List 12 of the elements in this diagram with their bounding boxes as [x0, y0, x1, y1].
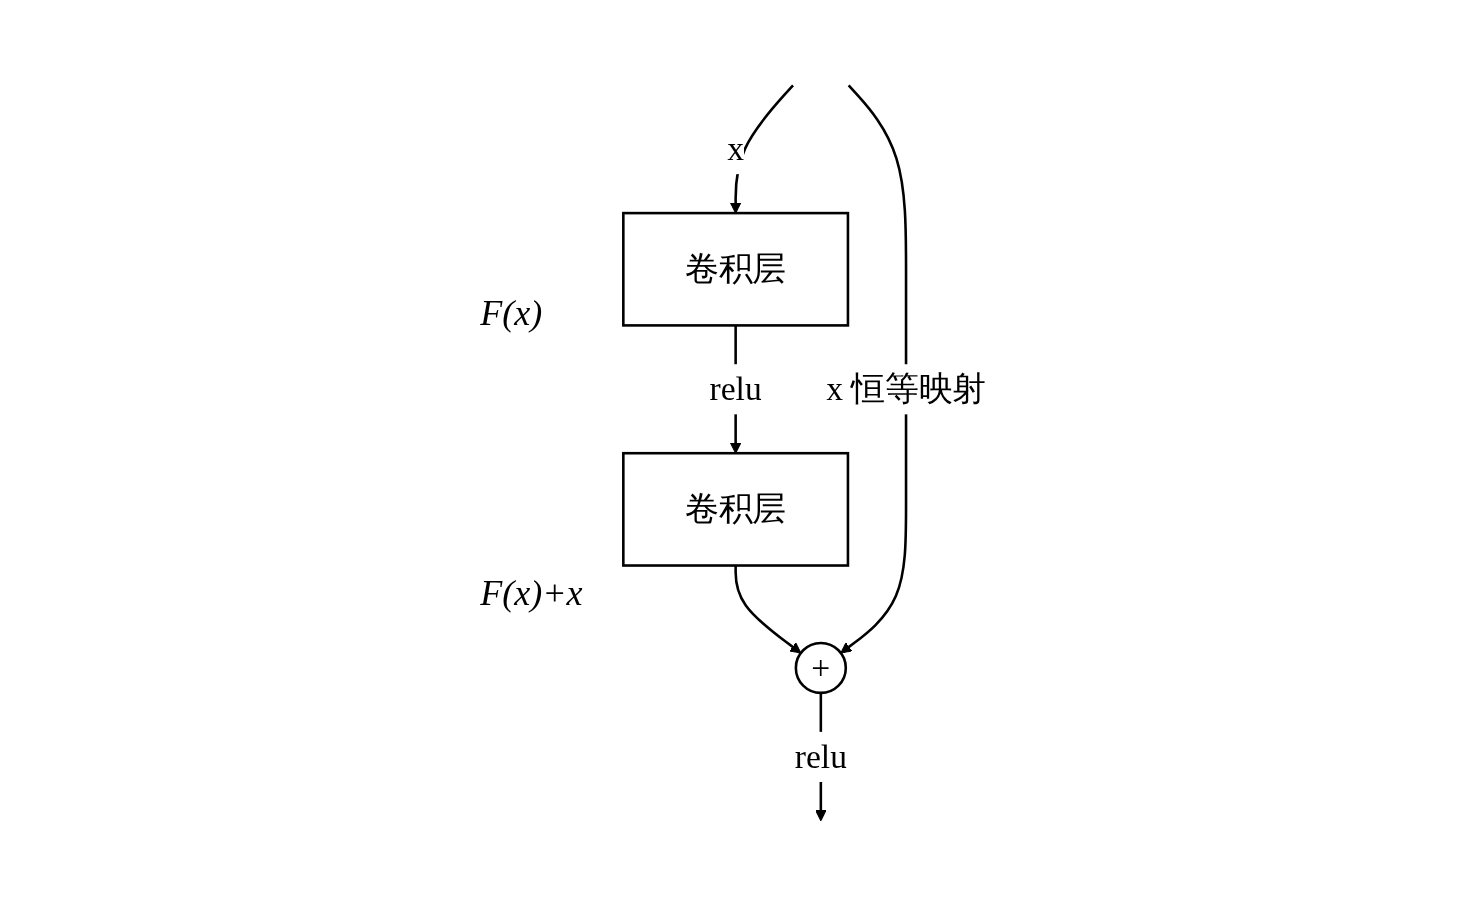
arrow — [839, 84, 907, 654]
edge-label: relu — [709, 370, 762, 409]
node-circle: + — [794, 641, 847, 695]
math-label: F(x)+x — [480, 572, 583, 614]
node-box: 卷积层 — [621, 211, 849, 327]
arrow — [729, 84, 794, 214]
edge-label: relu — [794, 738, 847, 776]
edge-label: x — [726, 130, 744, 168]
edge-label: x 恒等映射 — [825, 370, 986, 409]
math-label: F(x) — [480, 292, 544, 334]
node-box: 卷积层 — [621, 451, 849, 567]
arrow — [733, 565, 801, 654]
